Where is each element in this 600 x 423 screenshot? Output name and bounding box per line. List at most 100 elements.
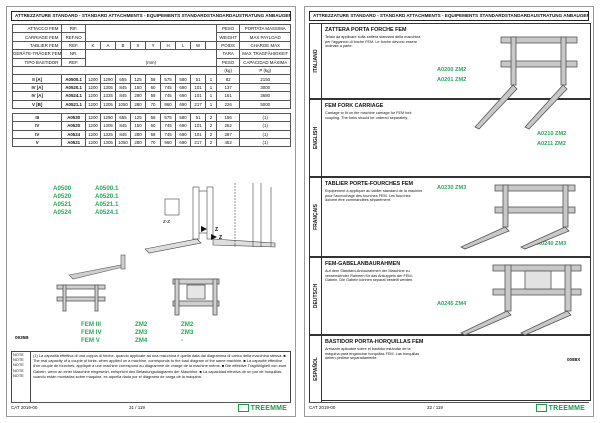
value-cell: 690 xyxy=(175,121,192,131)
logo-icon xyxy=(237,404,249,413)
value-cell: 1200 xyxy=(84,91,101,101)
value-cell: 2 xyxy=(205,121,217,131)
value-cell: 1305 xyxy=(99,99,117,109)
zm-code: ZM4 xyxy=(135,337,148,344)
value-cell: 150 xyxy=(130,121,147,131)
note-labels: NOTE NOTE NOTE NOTE NOTE xyxy=(12,352,31,402)
col-letter: A xyxy=(99,40,117,51)
ref-cell: A0521.1 xyxy=(61,99,86,109)
portata-unit: P (kg) xyxy=(239,65,291,76)
z-label: Z xyxy=(215,227,218,233)
value-cell: 745 xyxy=(160,91,177,101)
note-label: NOTE xyxy=(13,362,24,368)
peso-cell: WEIGHT xyxy=(215,32,241,42)
left-catalog-page: ATTREZZATURE STANDARD - STANDARD ATTACHM… xyxy=(6,6,296,417)
section-espanol: BASTIDOR PORTA-HORQUILLAS FEM Armazón ap… xyxy=(321,335,591,401)
value-cell: 60 xyxy=(145,121,162,131)
spec-table: ATTACCO FEM RIF. PESO PORTATA MASSIMA CA… xyxy=(11,23,291,148)
drawing-tag: 0935B xyxy=(15,335,29,340)
value-cell: 101 xyxy=(190,129,207,140)
value-cell: 226 xyxy=(215,99,241,109)
value-cell: 161 xyxy=(215,91,241,101)
product-code: A0240 ZM3 xyxy=(537,241,567,247)
value-cell: 58 xyxy=(145,91,162,101)
portata-cell: CHARGE MAX xyxy=(239,40,291,51)
value-cell: 845 xyxy=(114,82,132,93)
portata-cell: MAX TRAGFÄHIGKEIT xyxy=(239,49,291,59)
value-cell: 745 xyxy=(160,129,177,140)
value-cell: 1050 xyxy=(114,138,132,148)
value-cell: 745 xyxy=(160,82,177,93)
product-code: A0520.1 xyxy=(95,193,119,200)
value-cell: 1 xyxy=(205,74,217,84)
page-footer: CAT 2019-00 32 / 119 TREEMME xyxy=(309,402,589,413)
value-cell: 1200 xyxy=(84,121,101,131)
catalog-code: CAT 2019-00 xyxy=(309,405,336,410)
fork-carriage-render-2 xyxy=(460,184,576,250)
zm-list-1: ZM2 ZM3 ZM4 xyxy=(135,321,147,345)
portata-cell: PORTATA MASSIMA xyxy=(239,23,291,34)
fork-carriage-render-1 xyxy=(474,36,578,130)
brand-logo: TREEMME xyxy=(237,404,287,414)
section-title: FEM-GABELANBAURAHMEN xyxy=(325,261,401,267)
note-body: La capacità effettiva di una coppia di f… xyxy=(33,353,287,379)
value-cell: 60 xyxy=(145,82,162,93)
section-italiano: ZATTERA PORTA FORCHE FEM Telaio da appli… xyxy=(321,23,591,99)
ref-cell: A0524 xyxy=(61,129,86,140)
value-cell: 690 xyxy=(175,129,192,140)
header-cell: NR. xyxy=(61,49,86,59)
page-header: ATTREZZATURE STANDARD - STANDARD ATTACHM… xyxy=(11,11,291,21)
product-code: A0500.1 xyxy=(95,185,119,192)
zm-code: ZM2 xyxy=(135,321,148,328)
peso-cell: PESO xyxy=(215,57,241,67)
single-fork-image xyxy=(68,254,126,280)
value-cell: 1200 xyxy=(84,129,101,140)
header-cell: RIF. xyxy=(61,23,86,34)
col-letter: L xyxy=(175,40,192,51)
fem-list: FEM III FEM IV FEM V xyxy=(81,321,102,345)
col-letter: B xyxy=(114,40,132,51)
value-cell: 580 xyxy=(175,112,192,123)
section-desc: Carriage to fit on the machine carriage … xyxy=(325,111,412,120)
fem-class-cell: IV xyxy=(11,129,63,140)
zm-code: - xyxy=(181,337,184,344)
value-cell: 960 xyxy=(160,138,177,148)
drawing-tag: 0088X xyxy=(567,357,581,362)
value-cell: 51 xyxy=(190,74,207,84)
fem-class: FEM IV xyxy=(81,329,102,336)
value-cell: 1290 xyxy=(99,112,117,123)
fem-class: FEM III xyxy=(81,321,101,328)
peso-cell: POIDS xyxy=(215,40,241,51)
value-cell: 280 xyxy=(130,138,147,148)
ref-cell: A0524.1 xyxy=(61,91,86,101)
value-cell: 690 xyxy=(175,138,192,148)
value-cell: 2150 xyxy=(239,74,291,84)
page-footer: CAT 2019-00 31 / 119 TREEMME xyxy=(11,402,291,413)
note-text: (1) La capacità effettiva di una coppia … xyxy=(33,353,287,379)
fork-technical-drawing: Z-Z Z Z xyxy=(144,183,276,254)
ref-cell: A0530 xyxy=(61,112,86,123)
code-list-1: A0500 A0520 A0521 A0524 xyxy=(53,185,71,217)
section-label: Z-Z xyxy=(163,219,170,224)
value-cell: (1) xyxy=(239,129,291,140)
zm-list-2: ZM2 ZM3 - xyxy=(181,321,193,345)
note-box: NOTE NOTE NOTE NOTE NOTE (1) La capacità… xyxy=(11,351,291,403)
value-cell: 690 xyxy=(175,91,192,101)
section-deutsch: FEM-GABELANBAURAHMEN Auf dem Standard-An… xyxy=(321,257,591,335)
product-code: A0200 ZM2 xyxy=(437,67,467,73)
header-cell: GERÄTE-TRÄGER FEM xyxy=(11,49,63,59)
page-header: ATTREZZATURE STANDARD - STANDARD ATTACHM… xyxy=(309,11,589,21)
ref-cell: A0500.1 xyxy=(61,74,86,84)
value-cell: 58 xyxy=(145,129,162,140)
peso-cell: TARA xyxy=(215,49,241,59)
product-code: A0524 xyxy=(53,209,72,216)
value-cell: 82 xyxy=(215,74,241,84)
value-cell: (1) xyxy=(239,121,291,131)
value-cell: 70 xyxy=(145,138,162,148)
